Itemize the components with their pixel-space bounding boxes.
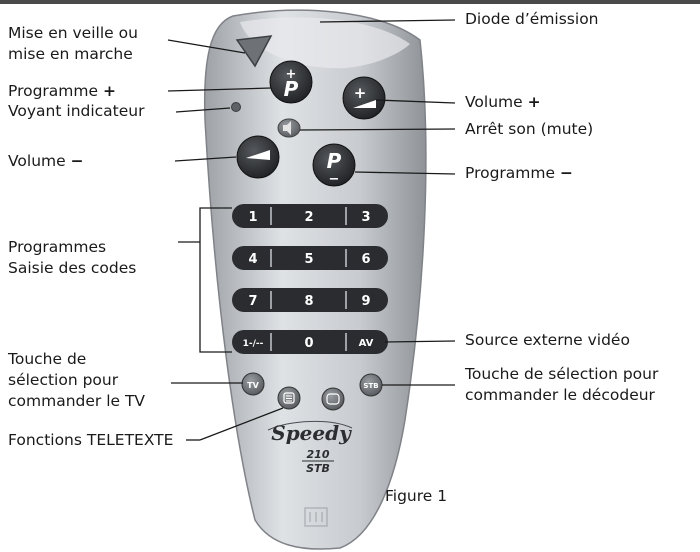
key-av[interactable]: AV [359,338,374,349]
label-volume-minus: Volume − [8,151,84,172]
volume-minus-button[interactable] [236,135,280,179]
label-mute: Arrêt son (mute) [465,120,594,138]
key-2[interactable]: 2 [304,210,313,225]
remote-top-face [240,17,410,69]
label-programmes-line-1: Programmes [8,238,107,256]
top-border [0,0,700,4]
label-decoder-select: Touche de sélection pour commander le dé… [465,364,658,406]
label-external-source: Source externe vidéo [465,331,630,349]
program-minus-minus-text: − [329,172,340,187]
label-tv-select-line-2: sélection pour [8,371,119,389]
volume-plus-plus-text: + [354,84,367,102]
key-0[interactable]: 0 [304,336,313,351]
program-minus-button[interactable]: P − [312,143,356,187]
power-button[interactable] [235,35,273,68]
key-6[interactable]: 6 [361,252,370,267]
keypad: 1 2 3 4 5 6 7 8 9 1-/-- 0 AV [232,204,388,354]
label-teletext: Fonctions TELETEXTE [8,431,174,449]
tv-button-text: TV [247,381,259,390]
label-program-minus-symbol: − [559,164,573,182]
label-standby-line-2: mise en marche [8,45,133,63]
logo-model-suffix: STB [306,462,330,475]
label-volume-plus-text: Volume [465,93,523,111]
stb-button-text: STB [363,382,378,390]
label-diode: Diode d’émission [465,10,599,28]
logo-brand: Speedy [271,421,352,445]
key-4[interactable]: 4 [248,252,257,267]
key-digits[interactable]: 1-/-- [243,339,264,349]
program-minus-p-text: P [327,149,342,173]
label-volume-minus-symbol: − [70,152,84,170]
embossed-logo-mark [304,507,328,527]
label-volume-plus: Volume + [465,92,541,113]
figure-caption: Figure 1 [385,487,448,505]
mute-button[interactable] [277,118,301,138]
label-program-plus-symbol: + [102,82,116,100]
tv-button[interactable]: TV [241,372,265,396]
keypad-row-4: 1-/-- 0 AV [232,330,388,354]
label-volume-plus-symbol: + [527,93,541,111]
program-plus-plus-text: + [286,67,297,82]
key-3[interactable]: 3 [361,210,370,225]
key-1[interactable]: 1 [248,210,257,225]
speedy-logo: Speedy 210 STB [267,421,353,475]
program-plus-button[interactable]: + P [269,60,313,104]
keypad-row-3: 7 8 9 [232,288,388,312]
volume-plus-button[interactable]: + [342,76,386,120]
teletext-button-1[interactable] [277,386,301,410]
label-indicator: Voyant indicateur [8,102,145,120]
label-volume-minus-text: Volume [8,152,66,170]
keypad-row-2: 4 5 6 [232,246,388,270]
program-plus-p-text: P [284,77,299,101]
label-standby-line-1: Mise en veille ou [8,24,138,42]
teletext-button-2[interactable] [321,387,345,411]
label-programmes: Programmes Saisie des codes [8,237,136,279]
key-9[interactable]: 9 [361,294,370,309]
label-programmes-line-2: Saisie des codes [8,259,137,277]
key-7[interactable]: 7 [248,294,257,309]
logo-model-number: 210 [307,448,330,461]
teletext-screen-icon [326,393,340,405]
label-program-minus-text: Programme [465,164,556,182]
label-program-plus-text: Programme [8,82,99,100]
label-decoder-select-line-1: Touche de sélection pour [465,365,659,383]
leader-lines [167,19,456,441]
teletext-list-icon [283,392,295,404]
label-standby: Mise en veille ou mise en marche [8,23,138,65]
keypad-row-1: 1 2 3 [232,204,388,228]
stb-button[interactable]: STB [359,373,383,397]
volume-minus-ramp-icon [246,150,270,160]
indicator-led [231,102,241,112]
volume-ramp-icon [353,100,376,108]
label-program-plus: Programme + [8,81,116,102]
key-5[interactable]: 5 [304,252,313,267]
mute-icon [283,121,291,135]
label-program-minus: Programme − [465,163,573,184]
label-decoder-select-line-2: commander le décodeur [465,386,655,404]
label-tv-select: Touche de sélection pour commander le TV [8,349,145,412]
label-tv-select-line-3: commander le TV [8,392,146,410]
key-8[interactable]: 8 [304,294,313,309]
label-tv-select-line-1: Touche de [8,350,87,368]
